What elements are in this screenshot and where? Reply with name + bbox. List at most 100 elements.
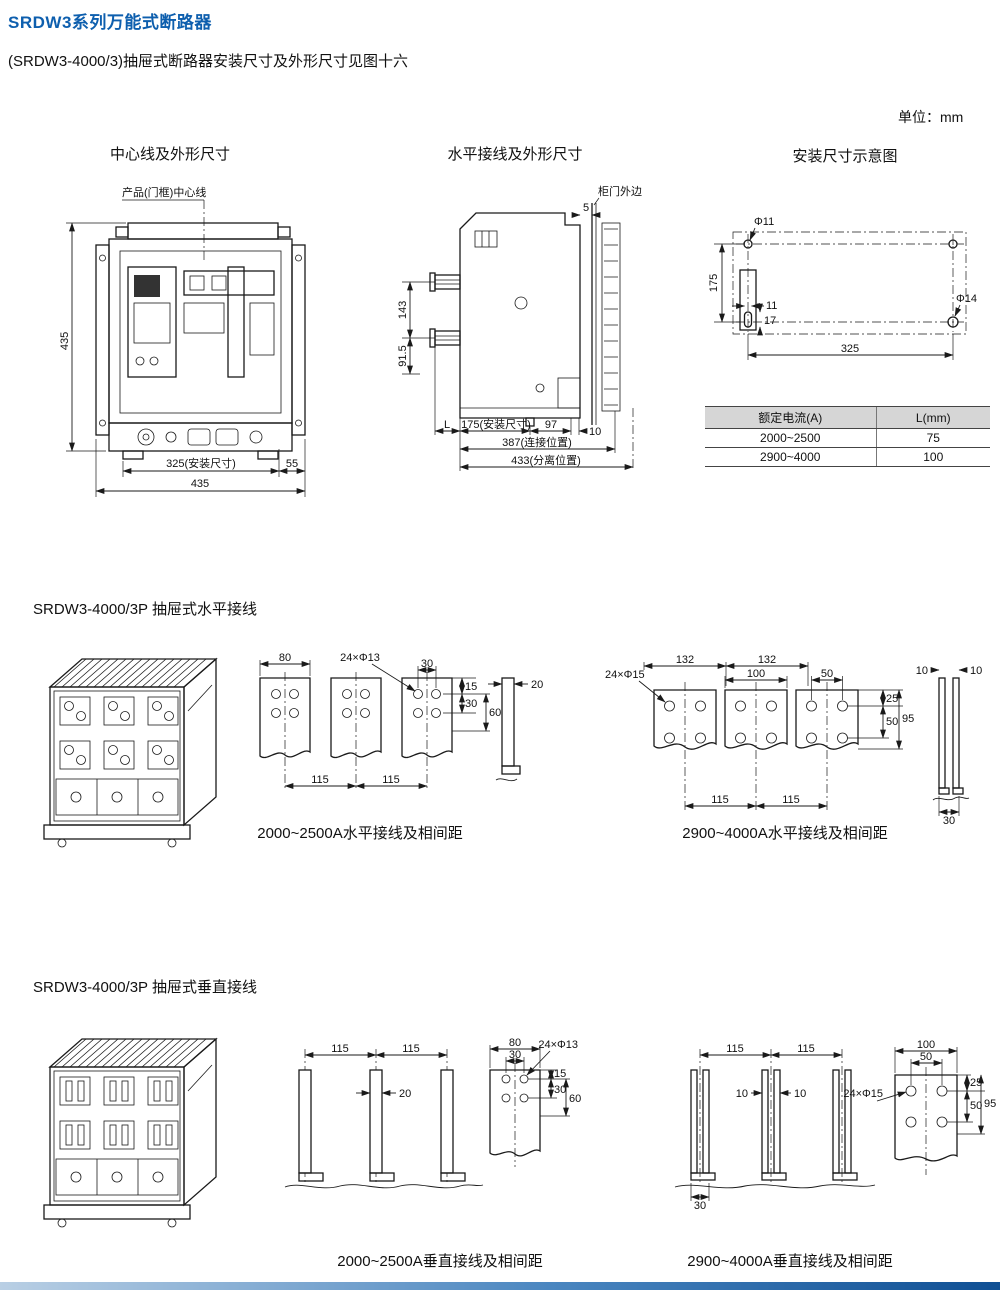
rating-table-col-current: 额定电流(A) bbox=[705, 406, 876, 429]
rating-table: 额定电流(A) L(mm) 2000~2500 75 2900~4000 100 bbox=[705, 406, 990, 467]
dim-holes-label: 24×Φ13 bbox=[538, 1039, 578, 1051]
dim-door-gap: 5 bbox=[583, 202, 589, 214]
dim-col-pitch: 50 bbox=[821, 668, 833, 680]
dim-pad-width: 80 bbox=[279, 652, 291, 664]
door-label: 柜门外边 bbox=[598, 184, 642, 198]
page-title: SRDW3系列万能式断路器 bbox=[8, 13, 212, 32]
cabinet-door bbox=[591, 203, 621, 425]
pad-holes bbox=[271, 689, 441, 718]
mount-slot bbox=[743, 311, 753, 328]
front-view-drawing: 产品(门框)中心线 435 325(安装尺寸) bbox=[59, 185, 306, 497]
horizontal-high-caption: 2900~4000A水平接线及相间距 bbox=[682, 825, 888, 842]
dim-front-height: 435 bbox=[59, 332, 71, 350]
dim-side-offset: 55 bbox=[286, 458, 298, 470]
table-row: 2900~4000 100 bbox=[705, 447, 990, 467]
dim-bar-spacing: 143 bbox=[397, 301, 409, 319]
dim-row-total: 95 bbox=[984, 1098, 996, 1110]
dim-connect-pos: 387(连接位置) bbox=[502, 435, 572, 449]
dim-phase-pitch-2: 115 bbox=[402, 1043, 420, 1055]
dim-row-pitch: 30 bbox=[465, 698, 477, 710]
dim-hole-small: Φ11 bbox=[754, 216, 774, 228]
dim-top-offset: 25 bbox=[970, 1077, 982, 1089]
side-view-drawing: 柜门外边 5 143 91.5 L 175(安装尺寸) 97 10 387(连接… bbox=[397, 184, 642, 471]
unit-label: 单位：mm bbox=[898, 109, 964, 125]
dim-top-pitch-1: 132 bbox=[676, 654, 694, 666]
front-pad bbox=[894, 1074, 958, 1162]
dim-install-width: 325(安装尺寸) bbox=[166, 456, 236, 470]
dim-top-offset: 25 bbox=[886, 693, 898, 705]
dim-bar-thick-1: 10 bbox=[736, 1088, 748, 1100]
horizontal-section-title: SRDW3-4000/3P 抽屉式水平接线 bbox=[33, 601, 257, 618]
cell-l-1: 75 bbox=[875, 428, 990, 448]
dim-total-width: 435 bbox=[191, 478, 209, 490]
breaker-isometric-horizontal bbox=[43, 657, 218, 848]
dim-phase-pitch-1: 115 bbox=[311, 774, 329, 786]
bar-side-view-pair bbox=[932, 677, 970, 801]
cell-l-2: 100 bbox=[875, 447, 990, 467]
dim-bar-thick-2: 10 bbox=[794, 1088, 806, 1100]
vertical-bar-pairs bbox=[674, 1069, 876, 1189]
dim-col-pitch: 50 bbox=[920, 1051, 932, 1063]
dim-pad-width: 100 bbox=[917, 1039, 935, 1051]
dim-bar-thick-1: 10 bbox=[916, 665, 928, 677]
dim-row-total: 95 bbox=[902, 713, 914, 725]
breaker-side-outline bbox=[459, 212, 581, 427]
terminal-pads-vertical bbox=[59, 1076, 179, 1150]
horizontal-low-drawing: 80 24×Φ13 30 15 30 60 20 115 115 bbox=[259, 652, 543, 790]
pad-holes bbox=[664, 700, 848, 744]
dim-pad-width: 80 bbox=[509, 1037, 521, 1049]
dim-bar-thick: 20 bbox=[399, 1088, 411, 1100]
dim-pad-width: 100 bbox=[747, 668, 765, 680]
mounting-dimensions-drawing: Φ11 Φ14 175 11 17 325 bbox=[708, 216, 977, 360]
vertical-high-caption: 2900~4000A垂直接线及相间距 bbox=[687, 1253, 893, 1270]
terminal-pads bbox=[59, 696, 179, 770]
bus-bars-side bbox=[429, 272, 461, 348]
mount-bracket bbox=[739, 269, 757, 331]
dim-97: 97 bbox=[545, 419, 557, 431]
side-view-heading: 水平接线及外形尺寸 bbox=[447, 146, 583, 163]
vertical-low-drawing: 115 115 20 80 30 24×Φ13 15 30 60 bbox=[284, 1037, 581, 1189]
dim-bar-thick: 20 bbox=[531, 679, 543, 691]
cell-current-2: 2900~4000 bbox=[705, 447, 876, 467]
dim-hole-large: Φ14 bbox=[956, 293, 977, 305]
dim-vert-pitch: 175 bbox=[708, 274, 720, 292]
dim-row-total: 60 bbox=[489, 707, 501, 719]
front-pad bbox=[489, 1069, 541, 1157]
dim-holes-label: 24×Φ15 bbox=[605, 669, 645, 681]
dim-holes-label: 24×Φ13 bbox=[340, 652, 380, 664]
dim-phase-pitch-1: 115 bbox=[331, 1043, 349, 1055]
mount-view-heading: 安装尺寸示意图 bbox=[792, 148, 898, 165]
dim-row-pitch: 30 bbox=[554, 1084, 566, 1096]
dim-top-offset: 15 bbox=[554, 1068, 566, 1080]
dim-10: 10 bbox=[589, 426, 601, 438]
dim-row-pitch: 50 bbox=[886, 716, 898, 728]
breaker-front-outline bbox=[95, 222, 306, 460]
dim-row-pitch: 50 bbox=[970, 1100, 982, 1112]
dim-phase-pitch-2: 115 bbox=[782, 794, 800, 806]
dim-bar-thick-2: 10 bbox=[970, 665, 982, 677]
breaker-isometric-vertical bbox=[43, 1037, 218, 1228]
page-subtitle: (SRDW3-4000/3)抽屉式断路器安装尺寸及外形尺寸见图十六 bbox=[8, 53, 409, 70]
dim-top-offset: 15 bbox=[465, 681, 477, 693]
pad-holes bbox=[905, 1085, 948, 1128]
bar-side-view bbox=[495, 677, 521, 782]
dim-phase-pitch-1: 115 bbox=[726, 1043, 744, 1055]
dim-holes-label: 24×Φ15 bbox=[843, 1088, 883, 1100]
dim-pair-width: 30 bbox=[694, 1200, 706, 1212]
rating-table-col-l: L(mm) bbox=[875, 406, 990, 429]
vertical-low-caption: 2000~2500A垂直接线及相间距 bbox=[337, 1253, 543, 1270]
dim-top-pitch-2: 132 bbox=[758, 654, 776, 666]
dim-lower-height: 91.5 bbox=[397, 345, 409, 366]
cell-current-1: 2000~2500 bbox=[705, 428, 876, 448]
dim-slot-w: 11 bbox=[766, 300, 777, 312]
dim-phase-pitch-1: 115 bbox=[711, 794, 729, 806]
dim-install-depth: 175(安装尺寸) bbox=[461, 417, 531, 431]
vertical-section-title: SRDW3-4000/3P 抽屉式垂直接线 bbox=[33, 979, 257, 996]
dim-pair-width: 30 bbox=[943, 815, 955, 827]
dim-col-pitch: 30 bbox=[421, 658, 433, 670]
dim-col-pitch: 30 bbox=[509, 1049, 521, 1061]
dim-phase-pitch-2: 115 bbox=[382, 774, 400, 786]
horizontal-high-drawing: 132 132 24×Φ15 100 50 25 50 95 10 10 30 … bbox=[605, 654, 982, 827]
dim-phase-pitch-2: 115 bbox=[797, 1043, 815, 1055]
vertical-high-drawing: 115 115 10 10 30 100 50 24×Φ15 25 50 95 bbox=[674, 1039, 996, 1212]
